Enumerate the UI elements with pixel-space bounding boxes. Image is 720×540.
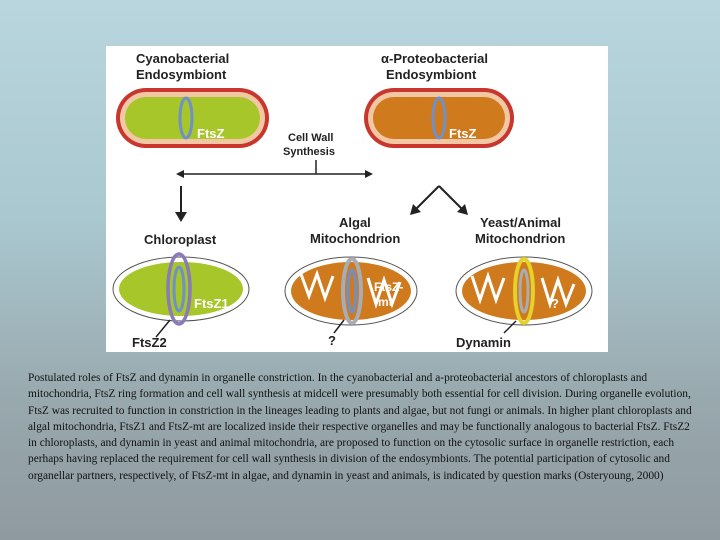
organellar-partner-ring (518, 268, 530, 314)
proteobacterium-cell (364, 88, 514, 148)
cyanobacterium-cell (116, 88, 269, 148)
algal-branch-arrow-head (410, 204, 421, 215)
yeast-cristae-right (540, 275, 576, 309)
cyanobacterial-title-line1: Cyanobacterial (136, 51, 229, 66)
yeast-title-line2: Mitochondrion (475, 231, 565, 246)
ftszmt-label-line2: mt (378, 295, 393, 309)
algal-mitochondrion-organelle (284, 256, 418, 326)
yeast-cristae-left (470, 271, 506, 305)
figure-caption: Postulated roles of FtsZ and dynamin in … (28, 372, 692, 482)
cell-wall-label-line2: Synthesis (283, 146, 335, 158)
ftsz-ring-cyanobacterial (178, 96, 194, 140)
proteobacterial-title-line2: Endosymbiont (386, 67, 477, 82)
cell-wall-arrow-left-head (176, 170, 184, 178)
algal-cristae-left (299, 269, 335, 303)
cell-wall-arrow-right-head (365, 170, 373, 178)
chloroplast-title: Chloroplast (144, 232, 217, 247)
ftszmt-label-line1: FtsZ- (374, 280, 403, 294)
ftsz2-label: FtsZ2 (132, 335, 167, 350)
organelle-division-diagram: Cyanobacterial Endosymbiont FtsZ α-Prote… (106, 46, 608, 352)
algal-title-line1: Algal (339, 215, 371, 230)
dynamin-ring (513, 257, 535, 325)
proteobacterial-title-line1: α-Proteobacterial (381, 51, 488, 66)
dynamin-label: Dynamin (456, 335, 511, 350)
yeast-mitochondrion-organelle (455, 256, 593, 326)
chloroplast-arrow-head (175, 212, 187, 222)
yeast-title-line1: Yeast/Animal (480, 215, 561, 230)
algal-question-pointer (333, 319, 345, 334)
cytosolic-partner-ring (341, 257, 363, 325)
ftszmt-ring (346, 268, 358, 314)
yeast-question-mark: ? (551, 296, 559, 311)
ftsz2-pointer (155, 319, 171, 338)
ftsz2-ring (166, 252, 192, 326)
ftsz-ring-proteobacterial (431, 96, 447, 140)
ftsz-label-proteobacterial: FtsZ (449, 126, 477, 141)
chloroplast-organelle (112, 252, 250, 326)
algal-cristae-right (366, 275, 402, 309)
ftsz1-label: FtsZ1 (194, 296, 229, 311)
algal-question-mark: ? (328, 333, 336, 348)
ftsz1-ring (172, 265, 186, 313)
cyanobacterial-title-line2: Endosymbiont (136, 67, 227, 82)
dynamin-pointer (503, 320, 517, 334)
cell-wall-label-line1: Cell Wall (288, 132, 333, 144)
ftsz-label-cyanobacterial: FtsZ (197, 126, 225, 141)
algal-title-line2: Mitochondrion (310, 231, 400, 246)
yeast-branch-arrow-head (457, 204, 468, 215)
algal-branch-arrow-line (415, 185, 440, 210)
yeast-branch-arrow-line (438, 185, 463, 210)
